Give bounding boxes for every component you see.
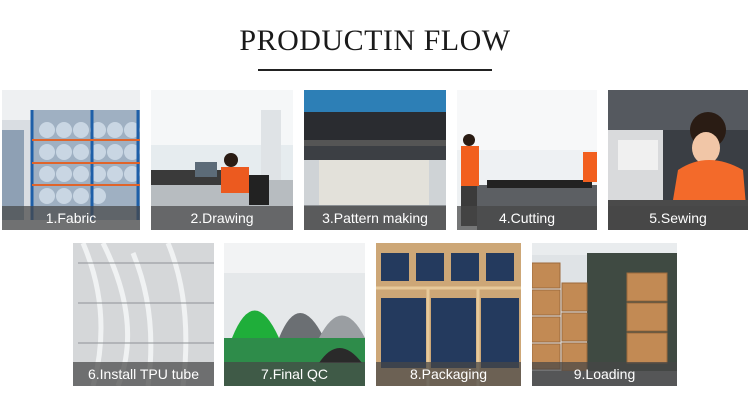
- step-label: 9.Loading: [532, 362, 677, 386]
- step-cutting-photo: 4.Cutting: [457, 90, 597, 230]
- step-label: 7.Final QC: [224, 362, 365, 386]
- page-title: PRODUCTIN FLOW: [239, 24, 511, 57]
- step-label: 6.Install TPU tube: [73, 362, 214, 386]
- title-underline: [258, 69, 492, 71]
- step-loading-photo: 9.Loading: [532, 243, 677, 386]
- step-sewing-photo: 5.Sewing: [608, 90, 748, 230]
- step-label: 2.Drawing: [151, 206, 293, 230]
- step-pattern-making-photo: 3.Pattern making: [304, 90, 446, 230]
- step-label: 4.Cutting: [457, 206, 597, 230]
- step-packaging-photo: 8.Packaging: [376, 243, 521, 386]
- step-final-qc-photo: 7.Final QC: [224, 243, 365, 386]
- step-label: 3.Pattern making: [304, 206, 446, 230]
- step-label: 1.Fabric: [2, 206, 140, 230]
- step-label: 5.Sewing: [608, 206, 748, 230]
- step-install-tpu-tube-photo: 6.Install TPU tube: [73, 243, 214, 386]
- step-drawing-photo: 2.Drawing: [151, 90, 293, 230]
- step-label: 8.Packaging: [376, 362, 521, 386]
- step-fabric-photo: 1.Fabric: [2, 90, 140, 230]
